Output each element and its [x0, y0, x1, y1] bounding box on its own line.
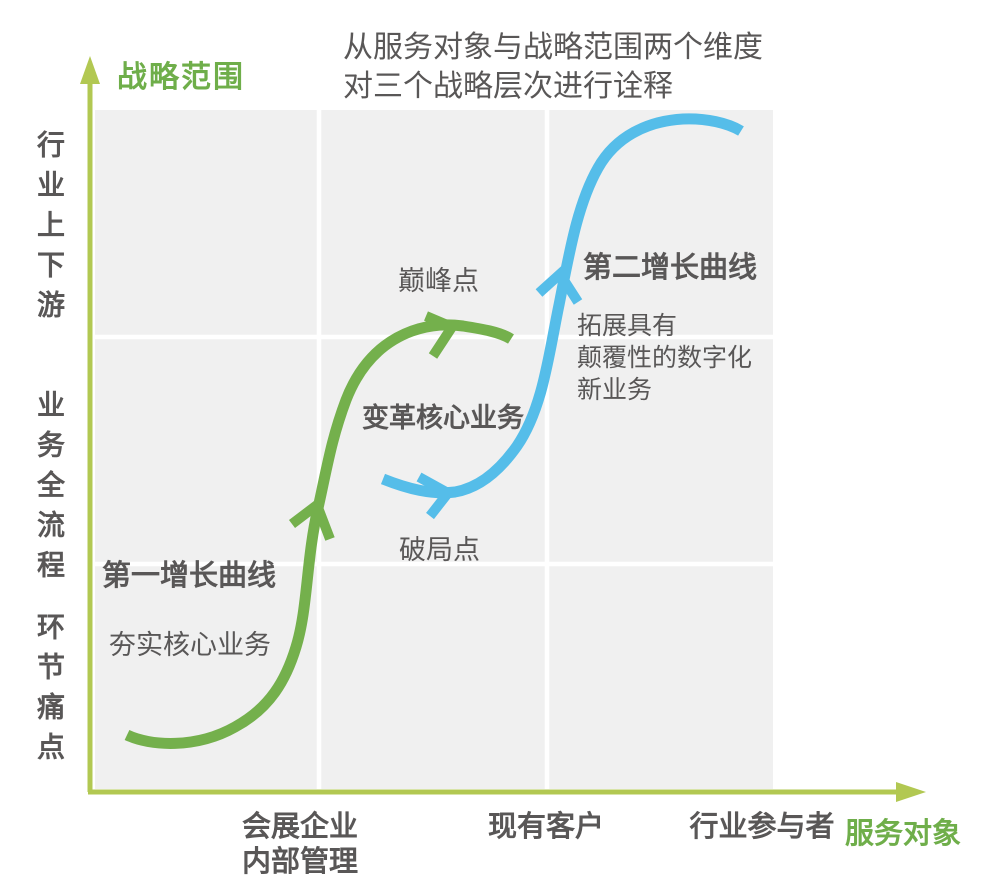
y-axis-arrow-icon — [80, 56, 100, 84]
title-line-2: 对三个战略层次进行诠释 — [343, 70, 673, 103]
diagram-title: 从服务对象与战略范围两个维度 对三个战略层次进行诠释 — [343, 28, 763, 106]
second-growth-curve-description: 拓展具有 颠覆性的数字化 新业务 — [577, 312, 753, 404]
x-axis-arrow-icon — [896, 782, 926, 802]
first-growth-curve-label: 第一增长曲线 — [102, 560, 277, 592]
first-curve-peak-arrow-icon — [424, 311, 460, 359]
y-axis-title: 战略范围 — [117, 61, 245, 94]
y-tick-full-business-process: 业务全流程 — [34, 390, 65, 590]
title-line-1: 从服务对象与战略范围两个维度 — [343, 31, 763, 64]
x-axis-title: 服务对象 — [845, 818, 962, 850]
second-growth-curve-path — [380, 113, 744, 499]
transform-core-business-label: 变革核心业务 — [362, 403, 524, 433]
second-curve-start-arrow-icon — [416, 472, 456, 520]
y-tick-industry-chain: 行业上下游 — [34, 130, 65, 330]
breakthrough-point-label: 破局点 — [399, 535, 480, 565]
first-curve-mid-arrow-icon — [288, 496, 335, 541]
plot-area — [95, 110, 773, 789]
second-curve-rise-arrow-icon — [535, 266, 583, 305]
x-tick-industry-participants: 行业参与者 — [689, 811, 835, 843]
y-tick-pain-points: 环节痛点 — [34, 612, 65, 772]
x-tick-exhibition-enterprise-internal-management: 会展企业 内部管理 — [241, 811, 359, 878]
peak-point-label: 巅峰点 — [398, 266, 479, 296]
x-tick-existing-customers: 现有客户 — [487, 811, 605, 843]
second-growth-curve-label: 第二增长曲线 — [583, 252, 758, 284]
first-growth-curve-description: 夯实核心业务 — [109, 630, 271, 660]
